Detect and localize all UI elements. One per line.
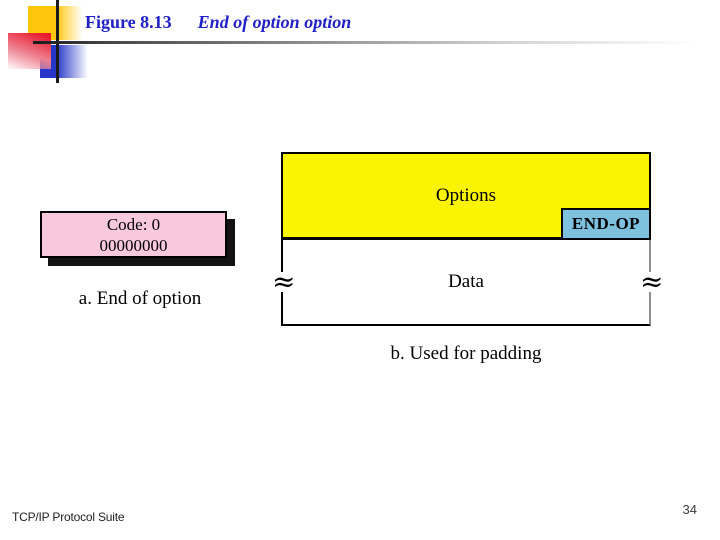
code-binary-value: 00000000 bbox=[99, 235, 168, 255]
figure-b-caption: b. Used for padding bbox=[390, 343, 542, 364]
slide-template-logo bbox=[0, 0, 110, 95]
options-label: Options bbox=[435, 184, 497, 206]
figure-a-caption: a. End of option bbox=[78, 288, 202, 309]
code-value: Code: 0 bbox=[106, 214, 161, 234]
slide-title: Figure 8.13 End of option option bbox=[85, 12, 351, 33]
footer-book-title: TCP/IP Protocol Suite bbox=[12, 510, 125, 524]
break-mark-right: ≈ bbox=[640, 265, 664, 298]
options-field-box: Options END-OP bbox=[281, 152, 651, 240]
data-label: Data bbox=[448, 271, 484, 292]
figure-title: End of option option bbox=[197, 12, 352, 32]
figure-b-padding: Options END-OP ≈ Data ≈ b. Used for padd… bbox=[272, 152, 663, 365]
end-op-label: END-OP bbox=[571, 214, 641, 233]
header-divider-line bbox=[33, 41, 720, 44]
logo-red-square bbox=[8, 33, 51, 69]
break-mark-left: ≈ bbox=[272, 265, 296, 298]
end-op-field-box: END-OP bbox=[561, 208, 651, 240]
figure-label: Figure 8.13 bbox=[85, 12, 172, 32]
data-field-box: ≈ Data ≈ bbox=[272, 240, 663, 326]
code-box: Code: 0 00000000 bbox=[40, 211, 227, 258]
page-number: 34 bbox=[682, 502, 697, 517]
